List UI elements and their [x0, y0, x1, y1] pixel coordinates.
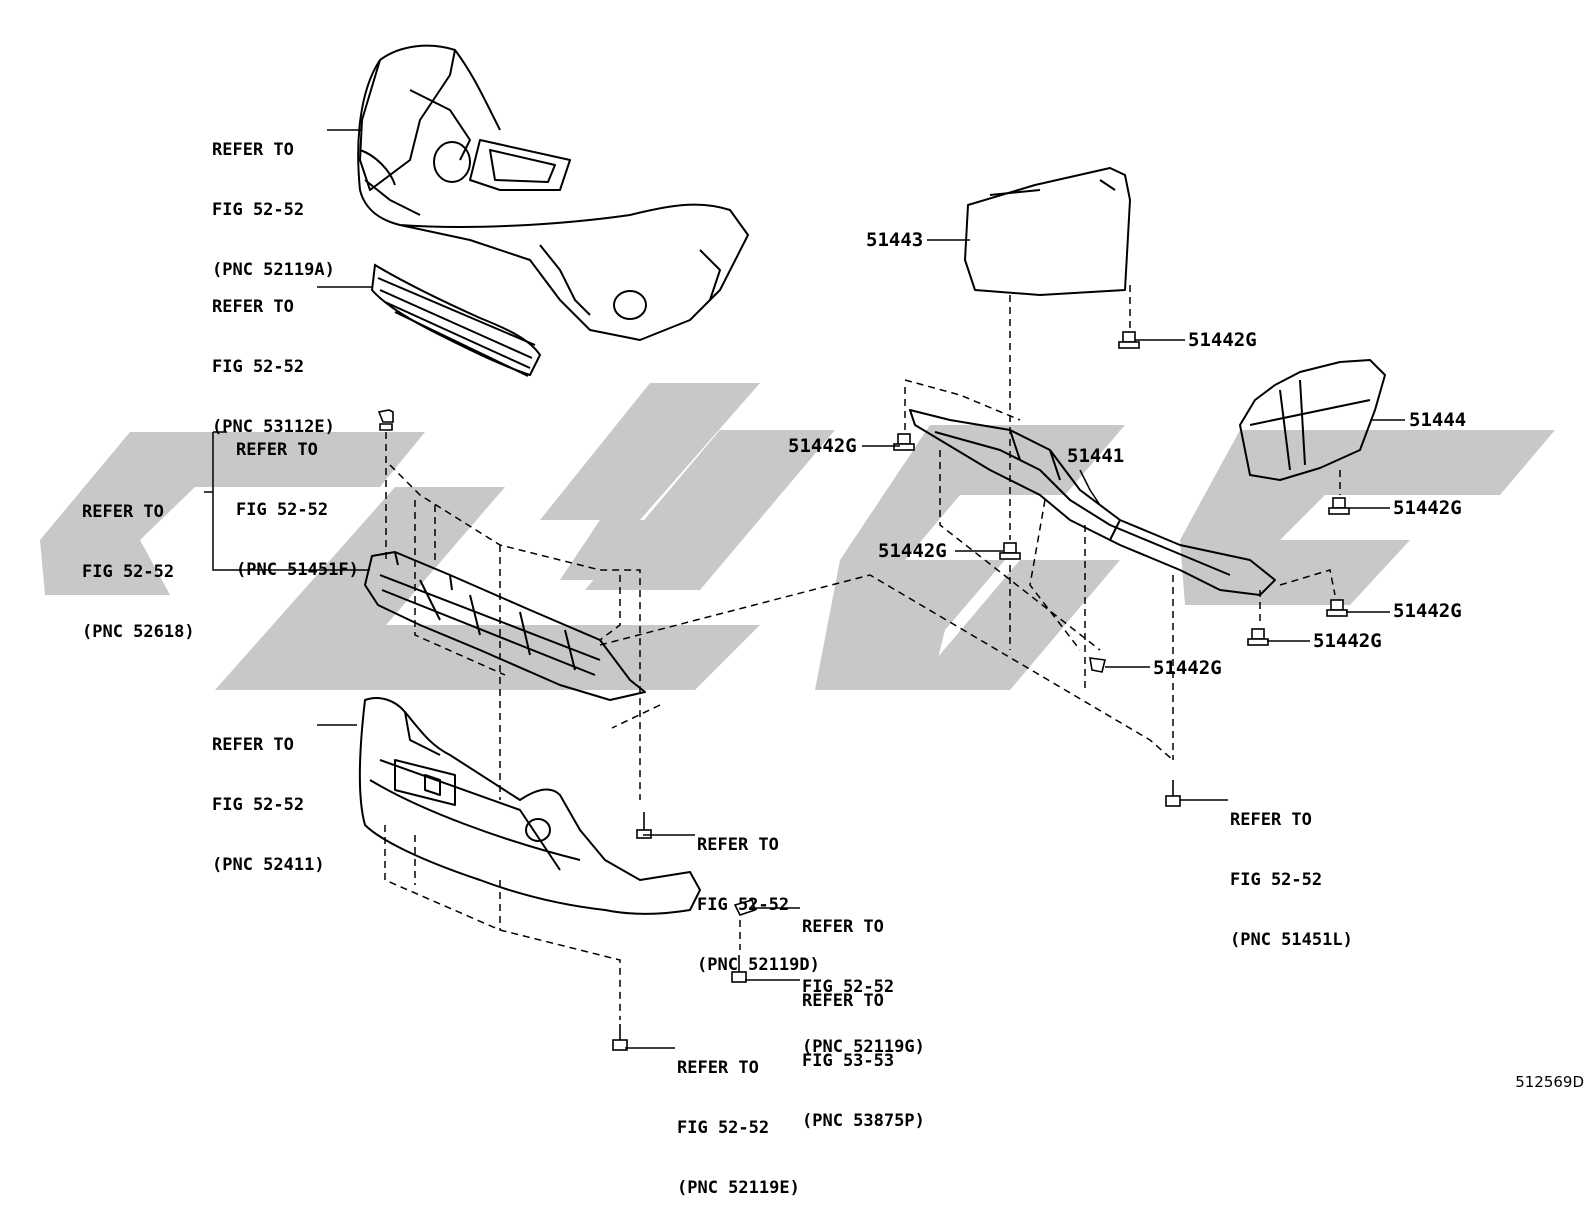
callout-refer-to: REFER TO [697, 835, 779, 855]
clip-51442g-icon-c [999, 542, 1021, 560]
callout-pnc: (PNC 53875P) [802, 1111, 925, 1131]
fasteners [377, 331, 1350, 1051]
clip-51442g-icon-a [1118, 331, 1140, 349]
watermark-stroke-6 [815, 425, 1125, 690]
callout-refer-to: REFER TO [82, 502, 164, 522]
leader-lines [204, 129, 1405, 1049]
part-number-51444: 51444 [1409, 409, 1467, 431]
callout-bolt-51451l: REFER TO FIG 52-52 (PNC 51451L) [1230, 770, 1353, 970]
callout-refer-to: REFER TO [1230, 810, 1312, 830]
watermark-stroke-4 [540, 383, 760, 580]
lower-grille [370, 263, 542, 377]
callout-refer-to: REFER TO [802, 991, 884, 1011]
watermark-stroke-8 [1180, 430, 1555, 605]
figure-id: 512569D [1515, 1073, 1584, 1091]
callout-bolt-53875p: REFER TO FIG 53-53 (PNC 53875P) [802, 951, 925, 1151]
callout-fig: FIG 52-52 [677, 1118, 770, 1138]
callout-clip-51451f: REFER TO FIG 52-52 (PNC 51451F) [236, 400, 359, 600]
callout-fig: FIG 52-52 [212, 200, 305, 220]
callout-pnc: (PNC 51451L) [1230, 930, 1353, 950]
lower-bumper-cover [358, 697, 701, 915]
callout-refer-to: REFER TO [677, 1058, 759, 1078]
clip-51451f-icon [377, 409, 394, 431]
part-number-51442g: 51442G [1188, 329, 1257, 351]
exploded-parts-diagram [40, 44, 1555, 1051]
part-number-51443: 51443 [866, 229, 924, 251]
callout-fig: FIG 52-52 [1230, 870, 1323, 890]
callout-screw-52119d: REFER TO FIG 52-52 (PNC 52119D) [697, 795, 820, 995]
part-number-51442g: 51442G [1153, 657, 1222, 679]
callout-screw-52119e: REFER TO FIG 52-52 (PNC 52119E) [677, 1018, 800, 1218]
screw-52119e-icon [612, 1024, 628, 1051]
part-number-51442g: 51442G [1393, 600, 1462, 622]
bolt-51451l-icon [1165, 780, 1181, 807]
bolt-53875p-icon [731, 955, 747, 983]
assembly-lines [384, 285, 1341, 1020]
callout-fig: FIG 53-53 [802, 1051, 895, 1071]
part-number-51442g: 51442G [788, 435, 857, 457]
clip-51442g-icon-d [1328, 497, 1350, 515]
part-number-51442g: 51442G [1313, 630, 1382, 652]
callout-front-bumper: REFER TO FIG 52-52 (PNC 52119A) [212, 100, 335, 300]
callout-fig: FIG 52-52 [212, 357, 305, 377]
watermark-stroke-1 [40, 432, 425, 595]
clip-51442g-icon-f [1247, 628, 1269, 646]
nut-52119g-icon [733, 899, 756, 916]
callout-refer-to: REFER TO [236, 440, 318, 460]
callout-pnc: (PNC 53112E) [212, 417, 335, 437]
callout-fig: FIG 52-52 [82, 562, 175, 582]
callout-absorber-52618: REFER TO FIG 52-52 (PNC 52618) [82, 462, 195, 662]
callout-pnc: (PNC 51451F) [236, 560, 359, 580]
screw-52119d-icon [636, 812, 652, 839]
callout-grille: REFER TO FIG 52-52 (PNC 53112E) [212, 257, 335, 457]
clip-51442g-icon-b [893, 433, 915, 451]
watermark-stroke-7 [910, 560, 1120, 690]
side-shield-51444 [1239, 359, 1386, 481]
shield-51443 [964, 167, 1131, 296]
callout-fig: FIG 52-52 [212, 795, 305, 815]
front-bumper-cover [357, 44, 749, 341]
callout-pnc: (PNC 52119D) [697, 955, 820, 975]
callout-fig: FIG 52-52 [802, 977, 895, 997]
bumper-absorber [364, 551, 646, 701]
callout-fig: FIG 52-52 [697, 895, 790, 915]
part-number-51442g: 51442G [1393, 497, 1462, 519]
part-number-51442g: 51442G [878, 540, 947, 562]
callout-fig: FIG 52-52 [236, 500, 329, 520]
callout-refer-to: REFER TO [212, 735, 294, 755]
callout-refer-to: REFER TO [212, 297, 294, 317]
callout-pnc: (PNC 52119E) [677, 1178, 800, 1198]
callout-pnc: (PNC 52411) [212, 855, 325, 875]
callout-refer-to: REFER TO [212, 140, 294, 160]
callout-pnc: (PNC 52618) [82, 622, 195, 642]
callout-pnc: (PNC 52119G) [802, 1037, 925, 1057]
callout-lower-bumper-52411: REFER TO FIG 52-52 (PNC 52411) [212, 695, 325, 895]
callout-refer-to: REFER TO [802, 917, 884, 937]
clip-51442g-icon-e [1326, 599, 1348, 617]
callout-pnc: (PNC 52119A) [212, 260, 335, 280]
watermark-stroke-5 [585, 430, 835, 590]
callout-nut-52119g: REFER TO FIG 52-52 (PNC 52119G) [802, 877, 925, 1077]
part-number-51441: 51441 [1067, 445, 1125, 467]
clip-51442g-icon-g [1089, 657, 1106, 673]
